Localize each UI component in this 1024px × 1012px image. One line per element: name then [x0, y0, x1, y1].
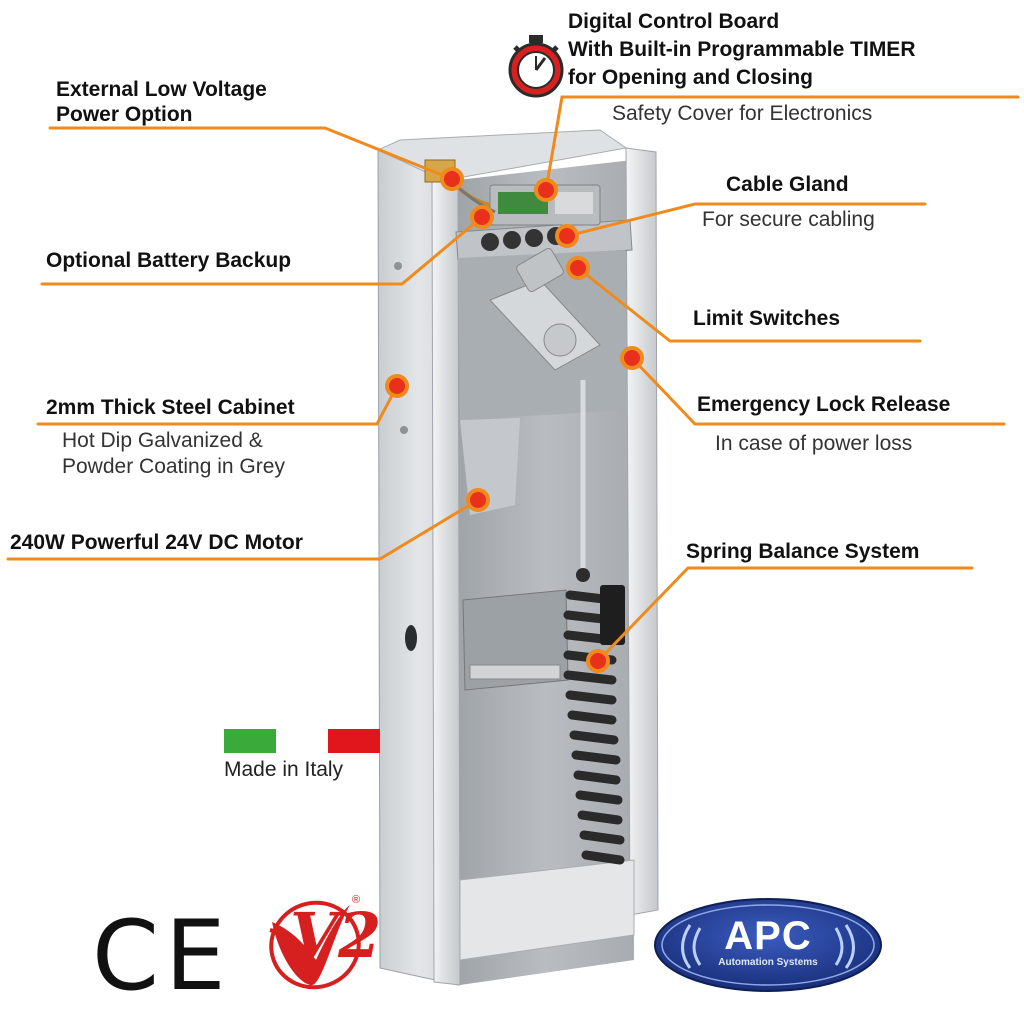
- external-power-title-line2: Power Option: [56, 103, 193, 126]
- dot-control-board: [534, 178, 558, 202]
- v2-logo: [269, 900, 361, 990]
- ce-mark: CE: [92, 900, 232, 1012]
- dot-emergency-release: [620, 346, 644, 370]
- battery-backup-title: Optional Battery Backup: [46, 249, 292, 272]
- dot-steel-cabinet: [385, 374, 409, 398]
- v2-registered-mark: ®: [352, 894, 361, 906]
- flag-green-stripe: [224, 729, 276, 753]
- control-board-title-line3: for Opening and Closing: [568, 66, 813, 89]
- made-in-italy-label: Made in Italy: [224, 758, 344, 781]
- steel-cabinet-subtitle-line1: Hot Dip Galvanized &: [62, 429, 263, 452]
- apc-logo-text: APC: [724, 914, 812, 958]
- dot-spring: [586, 649, 610, 673]
- dot-motor: [466, 488, 490, 512]
- dot-battery: [470, 205, 494, 229]
- dot-limit-switches: [566, 256, 590, 280]
- apc-logo: [654, 898, 882, 992]
- cable-gland-subtitle: For secure cabling: [702, 208, 875, 231]
- dot-cable-gland: [555, 224, 579, 248]
- steel-cabinet-title: 2mm Thick Steel Cabinet: [46, 396, 295, 419]
- control-board-title-line2: With Built-in Programmable TIMER: [568, 38, 916, 61]
- emergency-release-title: Emergency Lock Release: [697, 393, 951, 416]
- callout-dots: [385, 167, 644, 673]
- flag-red-stripe: [328, 729, 380, 753]
- emergency-release-subtitle: In case of power loss: [715, 432, 913, 455]
- cable-gland-title: Cable Gland: [726, 173, 849, 196]
- motor-title: 240W Powerful 24V DC Motor: [10, 531, 303, 554]
- control-board-title-line1: Digital Control Board: [568, 10, 780, 33]
- spring-balance-title: Spring Balance System: [686, 540, 920, 563]
- limit-switches-title: Limit Switches: [693, 307, 841, 330]
- external-power-title-line1: External Low Voltage: [56, 78, 267, 101]
- safety-cover-label: Safety Cover for Electronics: [612, 102, 873, 125]
- steel-cabinet-subtitle-line2: Powder Coating in Grey: [62, 455, 285, 478]
- v2-logo-text: V2: [290, 899, 382, 972]
- apc-tagline: Automation Systems: [718, 957, 818, 968]
- stopwatch-icon: [508, 35, 564, 98]
- dot-external-power: [440, 167, 464, 191]
